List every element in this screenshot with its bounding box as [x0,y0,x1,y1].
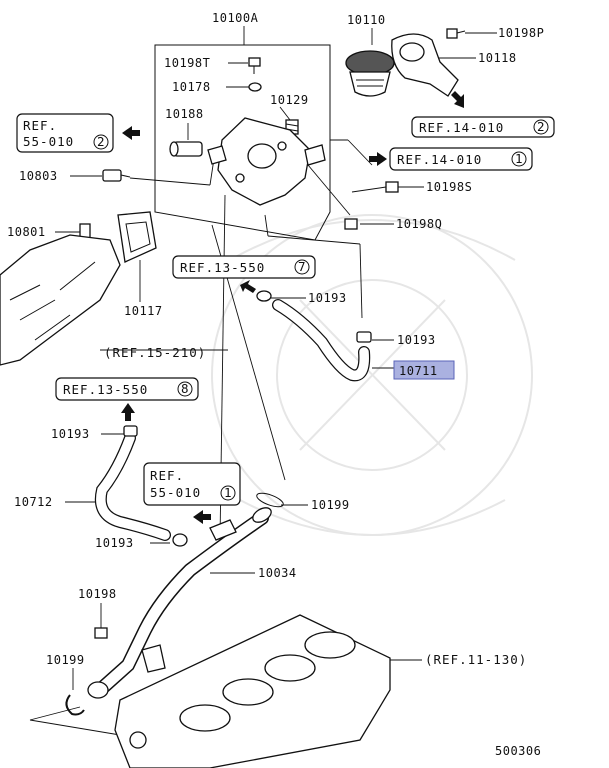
ref-box-55-010-2[interactable]: REF. 55-010 2 [16,113,114,153]
label-10198P[interactable]: 10198P [498,26,544,40]
part-10110-thermostat [345,50,395,97]
part-10199-oring [256,492,284,508]
label-10711[interactable]: 10711 [399,364,438,378]
label-10803[interactable]: 10803 [19,169,58,183]
part-10117-gasket [117,211,157,263]
ref-number: 1 [224,485,233,500]
ref-label: REF.14-010 [397,152,482,167]
part-10118-outlet-fitting [391,33,459,97]
ref-label: REF.13-550 [63,382,148,397]
label-10198Q[interactable]: 10198Q [396,217,442,231]
leader-lines [29,26,497,736]
label-10198[interactable]: 10198 [78,587,117,601]
ref-label: 55-010 [150,485,201,500]
part-10100A-housing [207,117,326,206]
part-10198Q-bolt [344,218,358,230]
assembly-10100A-frame [154,44,331,241]
highlight-10711 [393,360,455,380]
ref-11-130[interactable]: (REF.11-130) [425,652,527,667]
ref-box-13-550-8[interactable]: REF.13-550 8 [55,377,199,401]
ref-15-210[interactable]: (REF.15-210) [104,345,206,360]
part-10712-hose [94,432,171,541]
part-10803-sensor [102,169,131,182]
ref-number: 8 [181,381,190,396]
ref-label: 55-010 [23,134,74,149]
label-10034[interactable]: 10034 [258,566,297,580]
label-10193[interactable]: 10193 [397,333,436,347]
label-10198T[interactable]: 10198T [164,56,210,70]
ref-number: 7 [298,259,307,274]
watermark-emblem [211,214,533,536]
label-10100A[interactable]: 10100A [212,11,259,25]
ref-arrows [121,91,464,524]
ref-box-13-550-7[interactable]: REF.13-550 7 [172,255,316,279]
part-cylinder-block [114,614,391,768]
part-10198T-bolt [248,57,261,74]
part-10198-bolt [94,627,108,639]
ref-box-55-010-1[interactable]: REF. 55-010 1 [143,462,241,506]
label-10193[interactable]: 10193 [51,427,90,441]
part-10178-washer [248,82,262,92]
part-10199-snapring [65,694,85,716]
part-10193-clamp-d [172,533,188,547]
part-10034-pipe [87,507,272,699]
diagram-code: 500306 [495,744,541,758]
label-10199[interactable]: 10199 [46,653,85,667]
label-10118[interactable]: 10118 [478,51,517,65]
part-10711-hose [272,299,371,382]
ref-number: 2 [97,134,106,149]
part-10198P-bolt [446,28,466,39]
ref-number: 2 [537,119,546,134]
label-10188[interactable]: 10188 [165,107,204,121]
label-10178[interactable]: 10178 [172,80,211,94]
part-manifold [0,234,121,366]
part-10193-clamp-a [256,290,272,302]
label-10198S[interactable]: 10198S [426,180,472,194]
label-10117[interactable]: 10117 [124,304,163,318]
label-10199[interactable]: 10199 [311,498,350,512]
part-10193-clamp-c [123,425,138,437]
ref-label: REF. [150,468,184,483]
part-10188-nipple [169,141,203,157]
label-10801[interactable]: 10801 [7,225,46,239]
label-10193[interactable]: 10193 [95,536,134,550]
part-10193-clamp-b [356,331,372,343]
label-10712[interactable]: 10712 [14,495,53,509]
ref-label: (REF.15-210) [104,345,206,360]
part-10198S-bolt [351,181,399,193]
part-labels: 10100A 10110 10198P 10118 10198T 10178 1… [7,11,544,758]
label-10110[interactable]: 10110 [347,13,386,27]
label-10129[interactable]: 10129 [270,93,309,107]
ref-label: REF.14-010 [419,120,504,135]
ref-label: REF. [23,118,57,133]
ref-number: 1 [515,151,524,166]
ref-box-14-010-1[interactable]: REF.14-010 1 [389,147,533,171]
ref-label: REF.13-550 [180,260,265,275]
ref-box-14-010-2[interactable]: REF.14-010 2 [411,116,555,138]
label-10193[interactable]: 10193 [308,291,347,305]
ref-label: (REF.11-130) [425,652,527,667]
